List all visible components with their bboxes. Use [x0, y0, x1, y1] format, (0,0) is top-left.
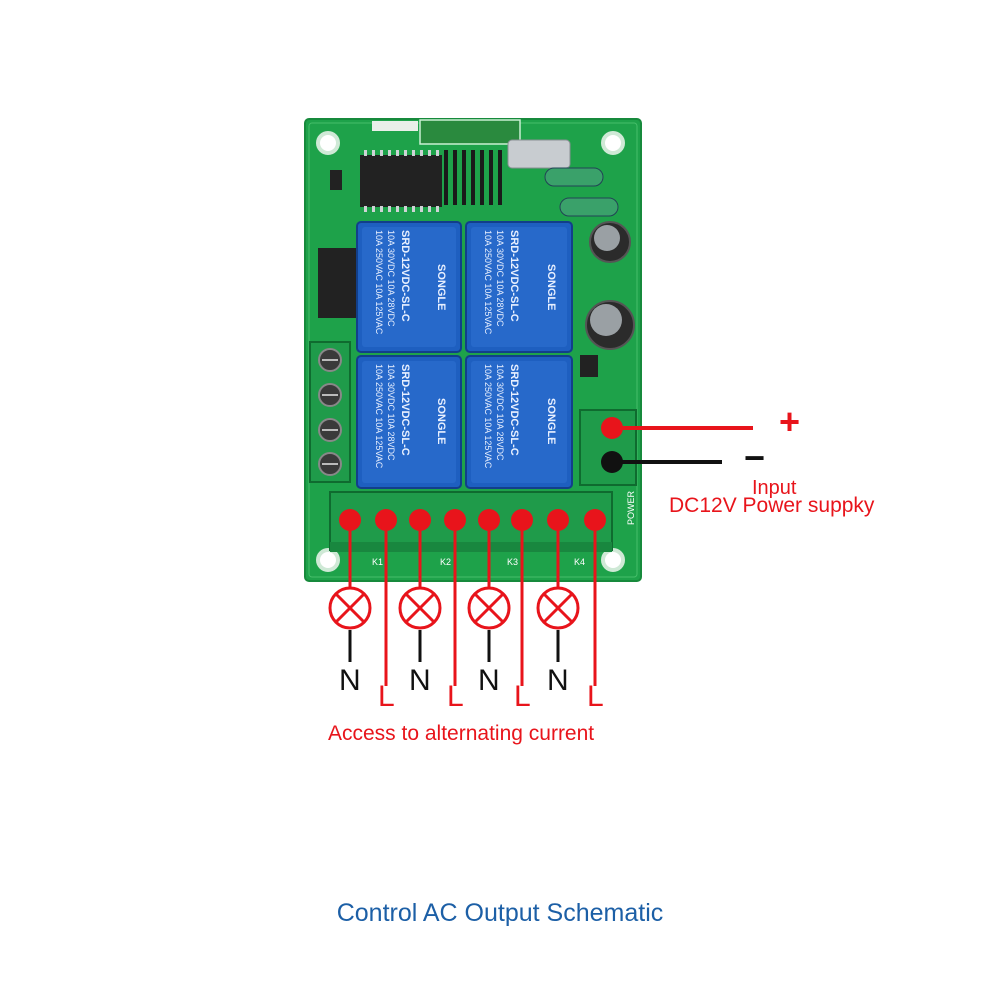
- crystal: [507, 139, 571, 169]
- relay-rating-1: 10A 250VAC 10A 125VAC: [483, 364, 493, 469]
- relay-rating-1: 10A 250VAC 10A 125VAC: [374, 364, 384, 469]
- mounting-hole: [601, 131, 625, 155]
- terminal-dot: [511, 509, 533, 531]
- terminal-dot: [547, 509, 569, 531]
- channel-label-k3: K3: [507, 557, 518, 567]
- relay-rating-1: 10A 250VAC 10A 125VAC: [374, 230, 384, 335]
- relay-3: 10A 250VAC 10A 125VAC 10A 30VDC 10A 28VD…: [356, 355, 462, 489]
- terminal-dot: [444, 509, 466, 531]
- output-terminals: [339, 509, 606, 531]
- ac-input-label: Access to alternating current: [328, 722, 595, 745]
- channel-label-k1: K1: [372, 557, 383, 567]
- neutral-label: N: [547, 664, 569, 697]
- live-label: L: [378, 680, 395, 713]
- lamp-icon: [467, 586, 511, 630]
- channel-label-k2: K2: [440, 557, 451, 567]
- relay-rating-2: 10A 30VDC 10A 28VDC: [495, 230, 505, 327]
- antenna-pad: [372, 121, 418, 131]
- relay-rating-2: 10A 30VDC 10A 28VDC: [386, 364, 396, 461]
- driver-chip: [318, 248, 358, 318]
- relay-brand: SONGLE: [545, 398, 557, 444]
- antenna-coil: [444, 150, 502, 205]
- relay-model: SRD-12VDC-SL-C: [399, 230, 411, 322]
- page-caption: Control AC Output Schematic: [336, 899, 664, 927]
- neutral-label: N: [409, 664, 431, 697]
- decoder-chip: [360, 155, 442, 207]
- lamp-icon: [398, 586, 442, 630]
- lamp-icon: [328, 586, 372, 630]
- capacitor-top: [590, 304, 622, 336]
- dc-supply-label: DC12V Power suppky: [669, 494, 875, 517]
- channel-label-k4: K4: [574, 557, 585, 567]
- terminal-dot: [339, 509, 361, 531]
- relay-2: 10A 250VAC 10A 125VAC 10A 30VDC 10A 28VD…: [465, 221, 573, 353]
- relay-model: SRD-12VDC-SL-C: [508, 230, 520, 322]
- dc-input-label: Input: [752, 477, 797, 499]
- inductor: [559, 197, 619, 217]
- transistor: [580, 355, 598, 377]
- output-terminal-block: [329, 491, 613, 552]
- dc-positive-label: +: [779, 401, 801, 442]
- relay-model: SRD-12VDC-SL-C: [399, 364, 411, 456]
- mounting-hole: [601, 548, 625, 572]
- terminal-dot: [375, 509, 397, 531]
- relay-1: 10A 250VAC 10A 125VAC 10A 30VDC 10A 28VD…: [356, 221, 462, 353]
- dc-positive-terminal: [601, 417, 623, 439]
- relay-model: SRD-12VDC-SL-C: [508, 364, 520, 456]
- neutral-label: N: [339, 664, 361, 697]
- terminal-dot: [478, 509, 500, 531]
- relay-brand: SONGLE: [435, 264, 447, 310]
- live-label: L: [447, 680, 464, 713]
- power-label: POWER: [626, 490, 636, 525]
- mounting-hole: [316, 548, 340, 572]
- mounting-hole: [316, 131, 340, 155]
- terminal-dot: [584, 509, 606, 531]
- terminal-dot: [409, 509, 431, 531]
- transistor: [330, 170, 342, 190]
- live-label: L: [587, 680, 604, 713]
- relay-rating-2: 10A 30VDC 10A 28VDC: [495, 364, 505, 461]
- left-terminal-block: [309, 341, 351, 483]
- capacitor-top: [594, 225, 620, 251]
- relay-rating-1: 10A 250VAC 10A 125VAC: [483, 230, 493, 335]
- neutral-label: N: [478, 664, 500, 697]
- relay-brand: SONGLE: [545, 264, 557, 310]
- lamp-icon: [536, 586, 580, 630]
- rf-module: [419, 119, 521, 145]
- ac-wiring: [348, 520, 597, 686]
- relay-group: 10A 250VAC 10A 125VAC 10A 30VDC 10A 28VD…: [356, 221, 573, 489]
- inductor: [544, 167, 604, 187]
- live-label: L: [514, 680, 531, 713]
- dc-negative-label: −: [744, 437, 766, 478]
- relay-brand: SONGLE: [435, 398, 447, 444]
- relay-rating-2: 10A 30VDC 10A 28VDC: [386, 230, 396, 327]
- relay-4: 10A 250VAC 10A 125VAC 10A 30VDC 10A 28VD…: [465, 355, 573, 489]
- dc-negative-terminal: [601, 451, 623, 473]
